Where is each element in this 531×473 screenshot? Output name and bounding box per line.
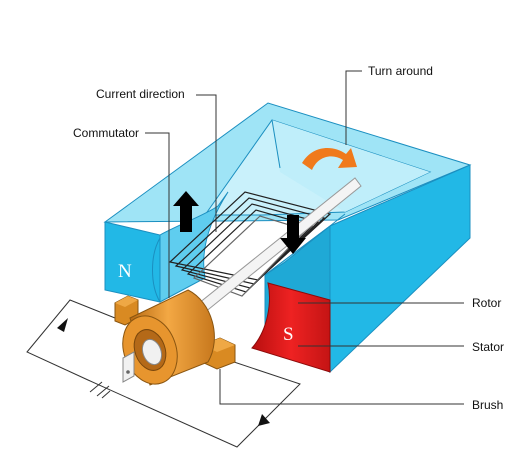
commutator xyxy=(122,289,215,386)
turn-around-arrow-icon xyxy=(302,147,357,170)
label-commutator: Commutator xyxy=(73,126,139,140)
arrowhead-bottom xyxy=(258,414,270,426)
arrow-up-icon xyxy=(173,191,199,232)
label-current-direction: Current direction xyxy=(96,87,185,101)
north-pole-face xyxy=(104,221,161,303)
current-flow-arrowheads xyxy=(57,318,270,426)
south-pole-face xyxy=(251,282,331,373)
label-brush: Brush xyxy=(472,398,503,412)
leader-lines xyxy=(145,70,464,405)
commutator-terminal xyxy=(122,351,135,383)
south-pole-label: S xyxy=(283,324,294,345)
north-pole-curve xyxy=(152,237,161,303)
stator-magnet xyxy=(103,102,472,374)
arrow-down-icon xyxy=(280,215,306,254)
current-direction-arrows xyxy=(173,191,306,254)
arrowhead-left xyxy=(57,318,68,332)
label-stator: Stator xyxy=(472,340,504,354)
label-rotor: Rotor xyxy=(472,296,501,310)
label-turn-around: Turn around xyxy=(368,64,433,78)
north-pole-label: N xyxy=(118,261,132,282)
circuit-wire xyxy=(26,299,301,448)
